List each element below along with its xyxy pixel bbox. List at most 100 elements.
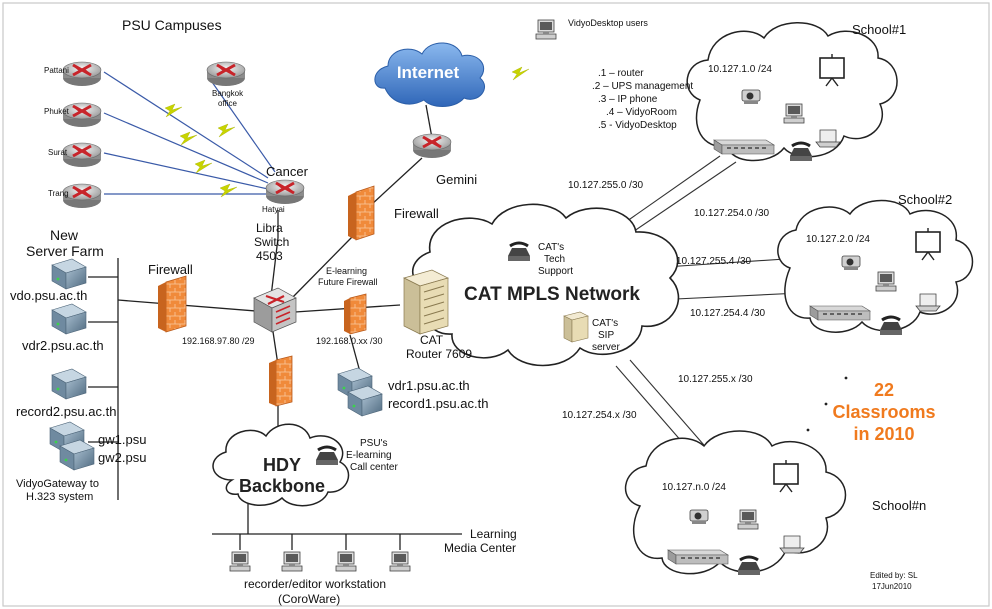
callcenter-label-3: Call center: [350, 462, 398, 473]
workstation-pc-icon: [229, 551, 251, 572]
pc-icon: [783, 103, 805, 124]
libra-label-1: Libra: [256, 221, 283, 235]
cat-mpls-cloud: CAT MPLS Network: [411, 203, 680, 367]
internet-cloud: Internet: [374, 42, 486, 107]
vdr1-label: vdr1.psu.ac.th: [388, 378, 470, 393]
cancer-label: Cancer: [266, 164, 309, 179]
gateway-label-2: H.323 system: [26, 491, 93, 503]
classroom-count: 22: [874, 380, 894, 400]
media-center-label-1: Learning: [470, 527, 517, 541]
workstation-pc-icon: [281, 551, 303, 572]
pc-icon: [737, 509, 759, 530]
cat-router-label-1: CAT: [420, 333, 444, 347]
router-icon: [61, 182, 103, 210]
vdo-label: vdo.psu.ac.th: [10, 288, 87, 303]
firewall-icon: [344, 293, 367, 335]
firewall-icon: [269, 355, 293, 407]
switch-icon: [809, 305, 871, 321]
credit-line-2: 17Jun2010: [872, 582, 912, 591]
server-icon: [51, 368, 87, 400]
vidyo-desktop-pc-icon: [535, 19, 557, 40]
server-icon: [51, 303, 87, 335]
bangkok-label: Bangkok: [212, 89, 244, 98]
tech-support-label-1: CAT's: [538, 242, 564, 253]
ip-9780-label: 192.168.97.80 /29: [182, 336, 255, 346]
school-n-name: School#n: [872, 498, 926, 513]
workstation-label-1: recorder/editor workstation: [244, 577, 386, 591]
libra-label-3: 4503: [256, 249, 283, 263]
link-s2a-label: 10.127.255.4 /30: [676, 256, 752, 267]
router-icon: [205, 60, 247, 88]
link-s1a-label: 10.127.255.0 /30: [568, 180, 644, 191]
legend-line-2: .2 – UPS management: [592, 81, 693, 92]
vdr2-label: vdr2.psu.ac.th: [22, 338, 104, 353]
campus-trang-label: Trang: [48, 189, 69, 198]
router-icon: [411, 132, 453, 160]
campus-pattani-label: Pattani: [44, 66, 69, 75]
tech-support-label-2: Tech: [544, 254, 565, 265]
school-n-net: 10.127.n.0 /24: [662, 482, 726, 493]
camera-icon: [741, 89, 761, 105]
internet-label: Internet: [397, 63, 460, 82]
switch-icon: [667, 549, 729, 565]
credit-line-1: Edited by: SL: [870, 571, 918, 580]
campus-surat-label: Surat: [48, 148, 68, 157]
workstation-label-2: (CoroWare): [278, 592, 340, 606]
libra-switch-icon: [253, 287, 297, 333]
school-2-cloud: [777, 199, 974, 333]
server-icon: [51, 258, 87, 290]
server-icon: [59, 439, 95, 471]
school-n-cloud: [624, 430, 847, 575]
elearning-firewall-label-1: E-learning: [326, 266, 367, 276]
tech-support-label-3: Support: [538, 266, 573, 277]
record2-label: record2.psu.ac.th: [16, 404, 116, 419]
legend-line-4: .4 – VidyoRoom: [606, 107, 677, 118]
cat-router-icon: [403, 269, 449, 335]
firewall-icon: [348, 185, 375, 241]
workstation-pc-icon: [389, 551, 411, 572]
vidyo-users-label: VidyoDesktop users: [568, 18, 648, 28]
hatyai-label: Hatyai: [262, 205, 285, 214]
hdy-label-2: Backbone: [239, 476, 325, 496]
ellipsis-dots: [806, 376, 848, 432]
callcenter-label-1: PSU's: [360, 438, 387, 449]
router-icon: [264, 178, 306, 206]
school-2-name: School#2: [898, 192, 952, 207]
firewall-top-label: Firewall: [394, 206, 439, 221]
camera-icon: [689, 509, 709, 525]
school-2-net: 10.127.2.0 /24: [806, 234, 870, 245]
legend-line-5: .5 - VidyoDesktop: [598, 120, 677, 131]
server-farm-title-1: New: [50, 227, 79, 243]
classroom-line-3: in 2010: [853, 424, 914, 444]
campus-phuket-label: Phuket: [44, 107, 70, 116]
switch-icon: [713, 139, 775, 155]
sip-label-3: server: [592, 342, 620, 353]
link-s1b-label: 10.127.254.0 /30: [694, 208, 770, 219]
firewall-icon: [158, 275, 187, 333]
record1-label: record1.psu.ac.th: [388, 396, 488, 411]
hdy-cloud: HDY Backbone: [212, 423, 350, 507]
campus-links: [103, 71, 276, 195]
sip-server-icon: [563, 311, 589, 343]
server-farm-title-2: Server Farm: [26, 243, 104, 259]
gemini-label: Gemini: [436, 172, 477, 187]
hdy-label-1: HDY: [263, 455, 301, 475]
classroom-line-2: Classrooms: [832, 402, 935, 422]
media-center-label-2: Media Center: [444, 541, 516, 555]
link-s2b-label: 10.127.254.4 /30: [690, 308, 766, 319]
link-sna-label: 10.127.255.x /30: [678, 374, 753, 385]
gateway-label-1: VidyoGateway to: [16, 478, 99, 490]
elearning-firewall-label-2: Future Firewall: [318, 277, 378, 287]
link-snb-label: 10.127.254.x /30: [562, 410, 637, 421]
firewall-left-label: Firewall: [148, 262, 193, 277]
libra-label-2: Switch: [254, 235, 289, 249]
school-1-net: 10.127.1.0 /24: [708, 64, 772, 75]
ip-168-label: 192.168.0.xx /30: [316, 336, 383, 346]
sip-label-1: CAT's: [592, 318, 618, 329]
router-icon: [61, 141, 103, 169]
camera-icon: [841, 255, 861, 271]
legend-line-1: .1 – router: [598, 68, 644, 79]
legend-line-3: .3 – IP phone: [598, 94, 658, 105]
